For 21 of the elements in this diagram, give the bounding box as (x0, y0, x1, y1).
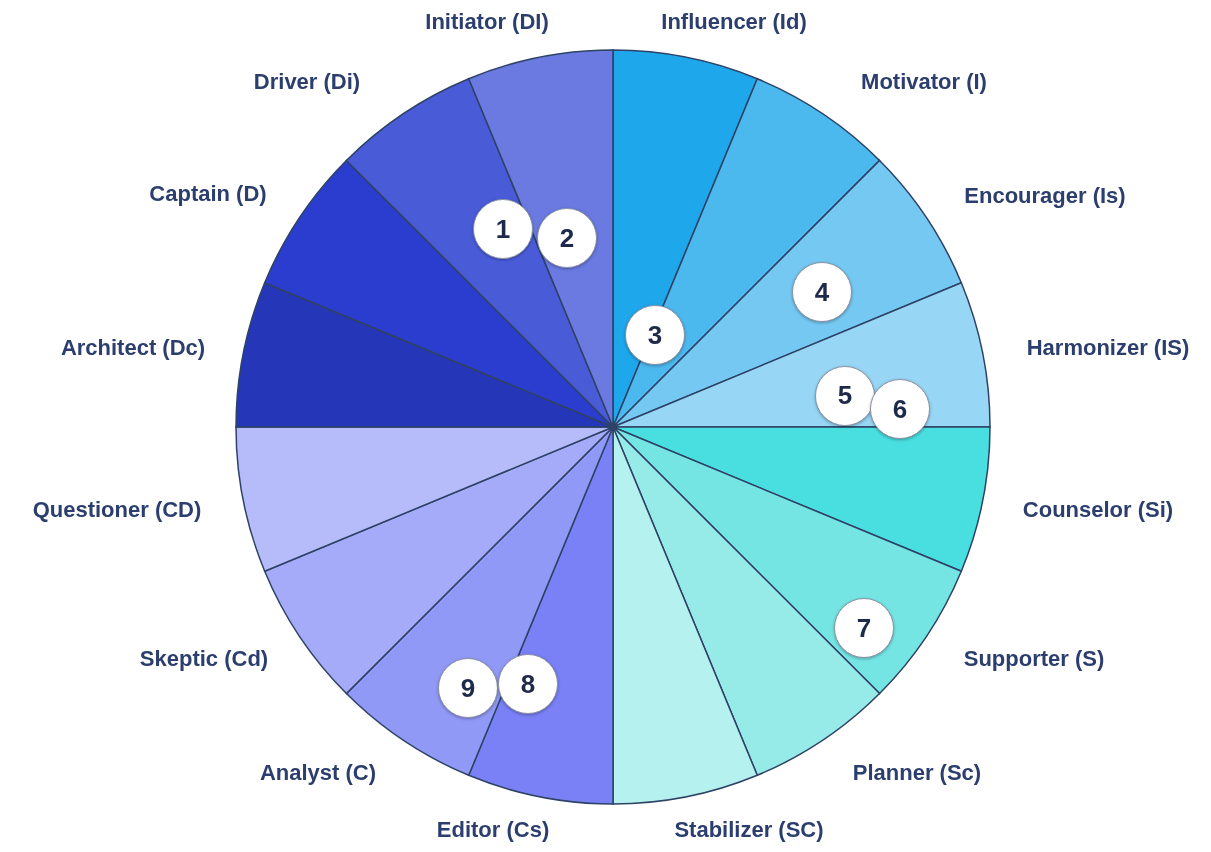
sector-label: Supporter (S) (963, 646, 1105, 672)
wheel-sector (612, 426, 758, 805)
wheel-sector (468, 49, 614, 428)
sector-label: Counselor (Si) (1022, 497, 1174, 523)
sector-label: Captain (D) (149, 181, 267, 207)
sector-label: Editor (Cs) (436, 817, 550, 843)
sector-label: Planner (Sc) (852, 760, 982, 786)
sector-label: Driver (Di) (253, 69, 361, 95)
sector-label: Stabilizer (SC) (674, 817, 824, 843)
sector-label: Initiator (DI) (425, 9, 549, 35)
wheel-sector (235, 282, 614, 428)
wheel-sector (235, 426, 614, 572)
sector-label: Architect (Dc) (60, 335, 206, 361)
sector-label: Influencer (Id) (661, 9, 807, 35)
wheel-sector (612, 426, 991, 572)
sector-label: Analyst (C) (259, 760, 377, 786)
sector-label: Encourager (Is) (964, 183, 1126, 209)
sector-label: Skeptic (Cd) (139, 646, 269, 672)
sector-label: Motivator (I) (861, 69, 987, 95)
sector-label: Harmonizer (IS) (1026, 335, 1190, 361)
sector-label: Questioner (CD) (32, 497, 202, 523)
